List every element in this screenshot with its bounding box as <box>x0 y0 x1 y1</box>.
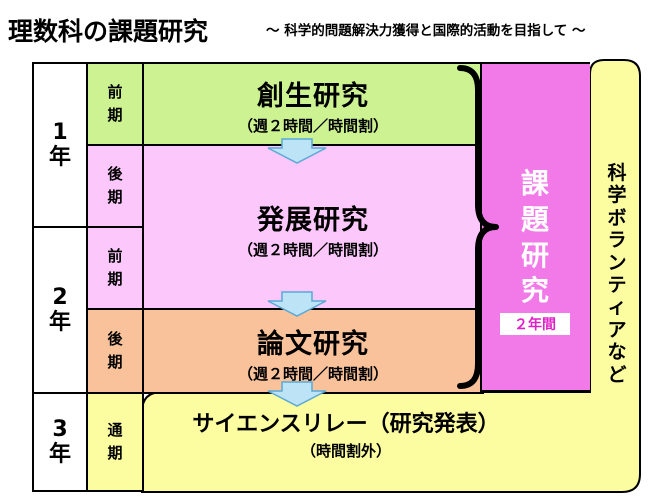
period-3-full-year: 通 期 <box>86 392 144 492</box>
year-1-cell: 1 年 <box>32 62 88 228</box>
stage-schedule: （週２時間／時間割） <box>237 117 388 135</box>
curly-brace-icon <box>457 65 499 389</box>
period-label: 前 期 <box>107 82 123 124</box>
period-1-first-half: 前 期 <box>86 62 144 146</box>
stage-schedule: （週２時間／時間割） <box>237 365 388 383</box>
science-relay-title: サイエンスリレー（研究発表） <box>192 412 500 437</box>
period-label: 後 期 <box>107 164 123 206</box>
theme-research-label: 課 題 研 究 <box>520 167 549 308</box>
period-2-first-half: 前 期 <box>86 226 144 310</box>
page-subtitle: ～ 科学的問題解決力獲得と国際的活動を目指して ～ <box>266 23 586 39</box>
year-2-label: 2 年 <box>48 284 71 335</box>
year-3-label: 3 年 <box>48 416 71 467</box>
stage-title: 創生研究 <box>257 81 369 112</box>
theme-duration-badge: ２年間 <box>500 313 570 335</box>
stage-title: 発展研究 <box>257 205 369 236</box>
stage-schedule: （週２時間／時間割） <box>237 241 388 259</box>
year-1-label: 1 年 <box>48 119 71 170</box>
down-arrow-icon <box>267 381 327 407</box>
stage-thesis-research: 論文研究 （週２時間／時間割） <box>142 308 484 394</box>
yellow-frame-shape <box>141 59 641 493</box>
page-title: 理数科の課題研究 <box>8 17 209 46</box>
period-label: 前 期 <box>107 246 123 288</box>
period-label: 後 期 <box>107 329 123 371</box>
period-label: 通 期 <box>107 420 123 462</box>
stage-creation-research: 創生研究 （週２時間／時間割） <box>142 62 484 146</box>
period-2-second-half: 後 期 <box>86 308 144 394</box>
down-arrow-icon <box>267 291 327 317</box>
science-relay-schedule: （時間割外） <box>300 442 391 460</box>
period-1-second-half: 後 期 <box>86 144 144 228</box>
stage-development-research: 発展研究 （週２時間／時間割） <box>142 144 484 310</box>
science-volunteer-label: 科 学 ボ ラ ン テ ィ ア な ど <box>607 162 627 386</box>
year-3-cell: 3 年 <box>32 392 88 492</box>
stage-title: 論文研究 <box>257 329 369 360</box>
down-arrow-icon <box>267 138 327 164</box>
year-2-cell: 2 年 <box>32 226 88 394</box>
